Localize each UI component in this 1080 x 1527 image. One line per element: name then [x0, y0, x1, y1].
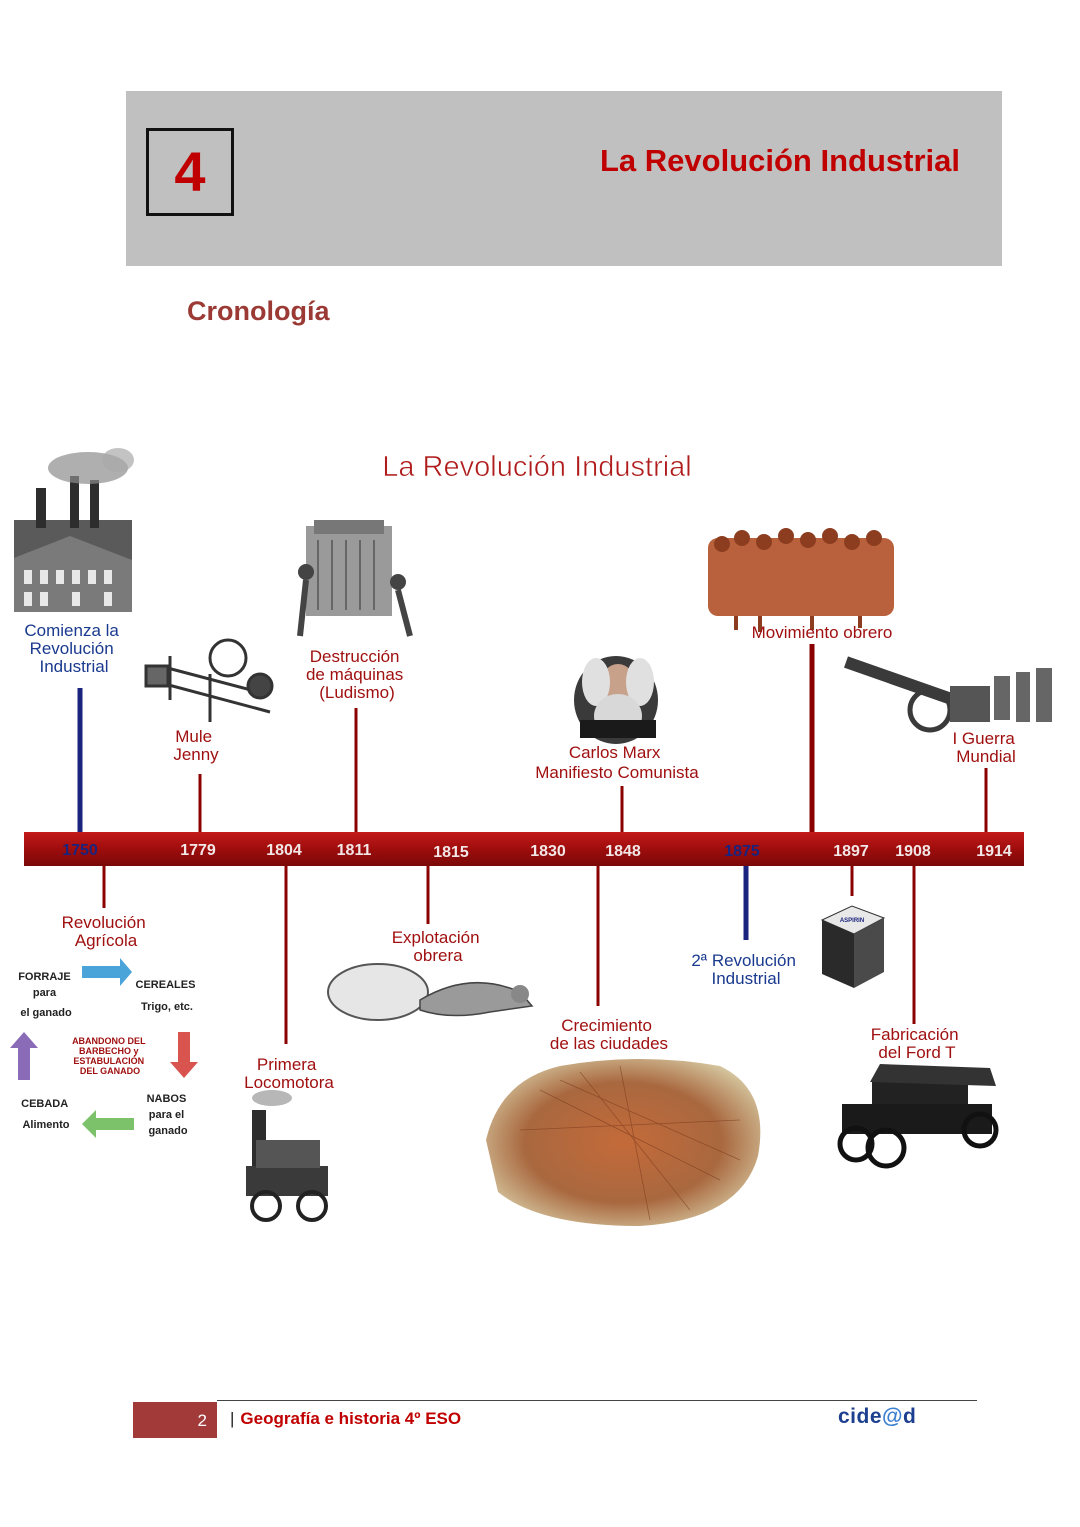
arrow-down-icon [170, 1032, 198, 1078]
page-number: 2 [133, 1402, 217, 1438]
footer-course: Geografía e historia 4º ESO [240, 1409, 462, 1428]
year-1811: 1811 [337, 842, 372, 859]
footer-text: |Geografía e historia 4º ESO [230, 1409, 462, 1428]
svg-text:ABANDONO DEL BARBECHO y: ABANDONO DEL BARBECHO y ESTABULACIÓN DEL… [72, 1036, 148, 1076]
header-band [126, 91, 1002, 266]
year-1750: 1750 [62, 842, 98, 859]
timeline-bar [24, 832, 1024, 866]
event-segunda-revolucion: 2ª Revolución Industrial [691, 951, 800, 988]
event-ludismo: Destrucción de máquinas (Ludismo) [306, 647, 408, 702]
svg-text:CEBADA Alimento: CEBADA Alimento [21, 1098, 71, 1131]
carlos-marx-portrait [574, 656, 658, 744]
timeline-figure: La Revolución Industrial [10, 448, 1052, 1226]
markers-below [102, 866, 916, 1044]
ford-t-illustration [837, 1064, 999, 1169]
year-1804: 1804 [266, 842, 302, 859]
timeline-title: La Revolución Industrial [382, 451, 692, 483]
child-labor-illustration [327, 963, 534, 1021]
arrow-up-icon [10, 1032, 38, 1080]
year-1848: 1848 [605, 843, 641, 860]
cidead-logo: cide@d [838, 1405, 917, 1428]
event-ford-t: Fabricación del Ford T [871, 1025, 964, 1062]
locomotive-illustration [246, 1090, 328, 1222]
agricultural-cycle-diagram: FORRAJE para el ganado CEREALES Trigo, e… [18, 971, 199, 1137]
workers-crowd-illustration [708, 528, 894, 632]
footer-rule [217, 1400, 977, 1401]
year-1830: 1830 [530, 843, 566, 860]
event-comienza-revolucion: Comienza la Revolución Industrial [24, 621, 123, 676]
aspirin-label: ASPIRIN [840, 918, 864, 924]
event-primera-guerra: I Guerra Mundial [952, 729, 1019, 766]
year-1779: 1779 [180, 842, 216, 859]
year-1914: 1914 [976, 843, 1012, 860]
year-1815: 1815 [433, 844, 469, 861]
arrow-left-icon [82, 1110, 134, 1138]
cannon-illustration [844, 656, 1052, 733]
year-1908: 1908 [895, 843, 931, 860]
unit-number: 4 [146, 128, 234, 216]
unit-title: La Revolución Industrial [600, 143, 960, 178]
svg-text:CEREALES Trigo, etc.: CEREALES Trigo, etc. [136, 979, 199, 1013]
event-mule-jenny: Mule Jenny [173, 727, 219, 764]
aspirin-box-illustration: ASPIRIN [820, 905, 886, 988]
cycle-arrows [10, 958, 198, 1138]
event-primera-locomotora: Primera Locomotora [244, 1055, 334, 1092]
factory-illustration [14, 448, 134, 612]
event-revolucion-agricola: Revolución Agrícola [62, 913, 151, 950]
event-explotacion-obrera: Explotación obrera [392, 928, 485, 965]
svg-text:FORRAJE para el ga: FORRAJE para el ganado [18, 971, 74, 1019]
section-title: Cronología [187, 296, 330, 326]
year-1897: 1897 [833, 843, 869, 860]
event-crecimiento-ciudades: Crecimiento de las ciudades [550, 1016, 668, 1053]
city-illustration [486, 1059, 761, 1226]
markers-above [77, 644, 988, 836]
event-movimiento-obrero: Movimiento obrero [752, 623, 893, 642]
mule-jenny-illustration [144, 638, 274, 722]
event-carlos-marx: Carlos Marx Manifiesto Comunista [535, 743, 699, 782]
arrow-right-icon [82, 958, 132, 986]
svg-text:NABOS para el gana: NABOS para el ganado [147, 1093, 190, 1137]
year-1875: 1875 [724, 843, 760, 860]
ludismo-illustration [297, 520, 413, 637]
year-labels: 1750 1779 1804 1811 1815 1830 1848 1875 … [62, 842, 1012, 861]
